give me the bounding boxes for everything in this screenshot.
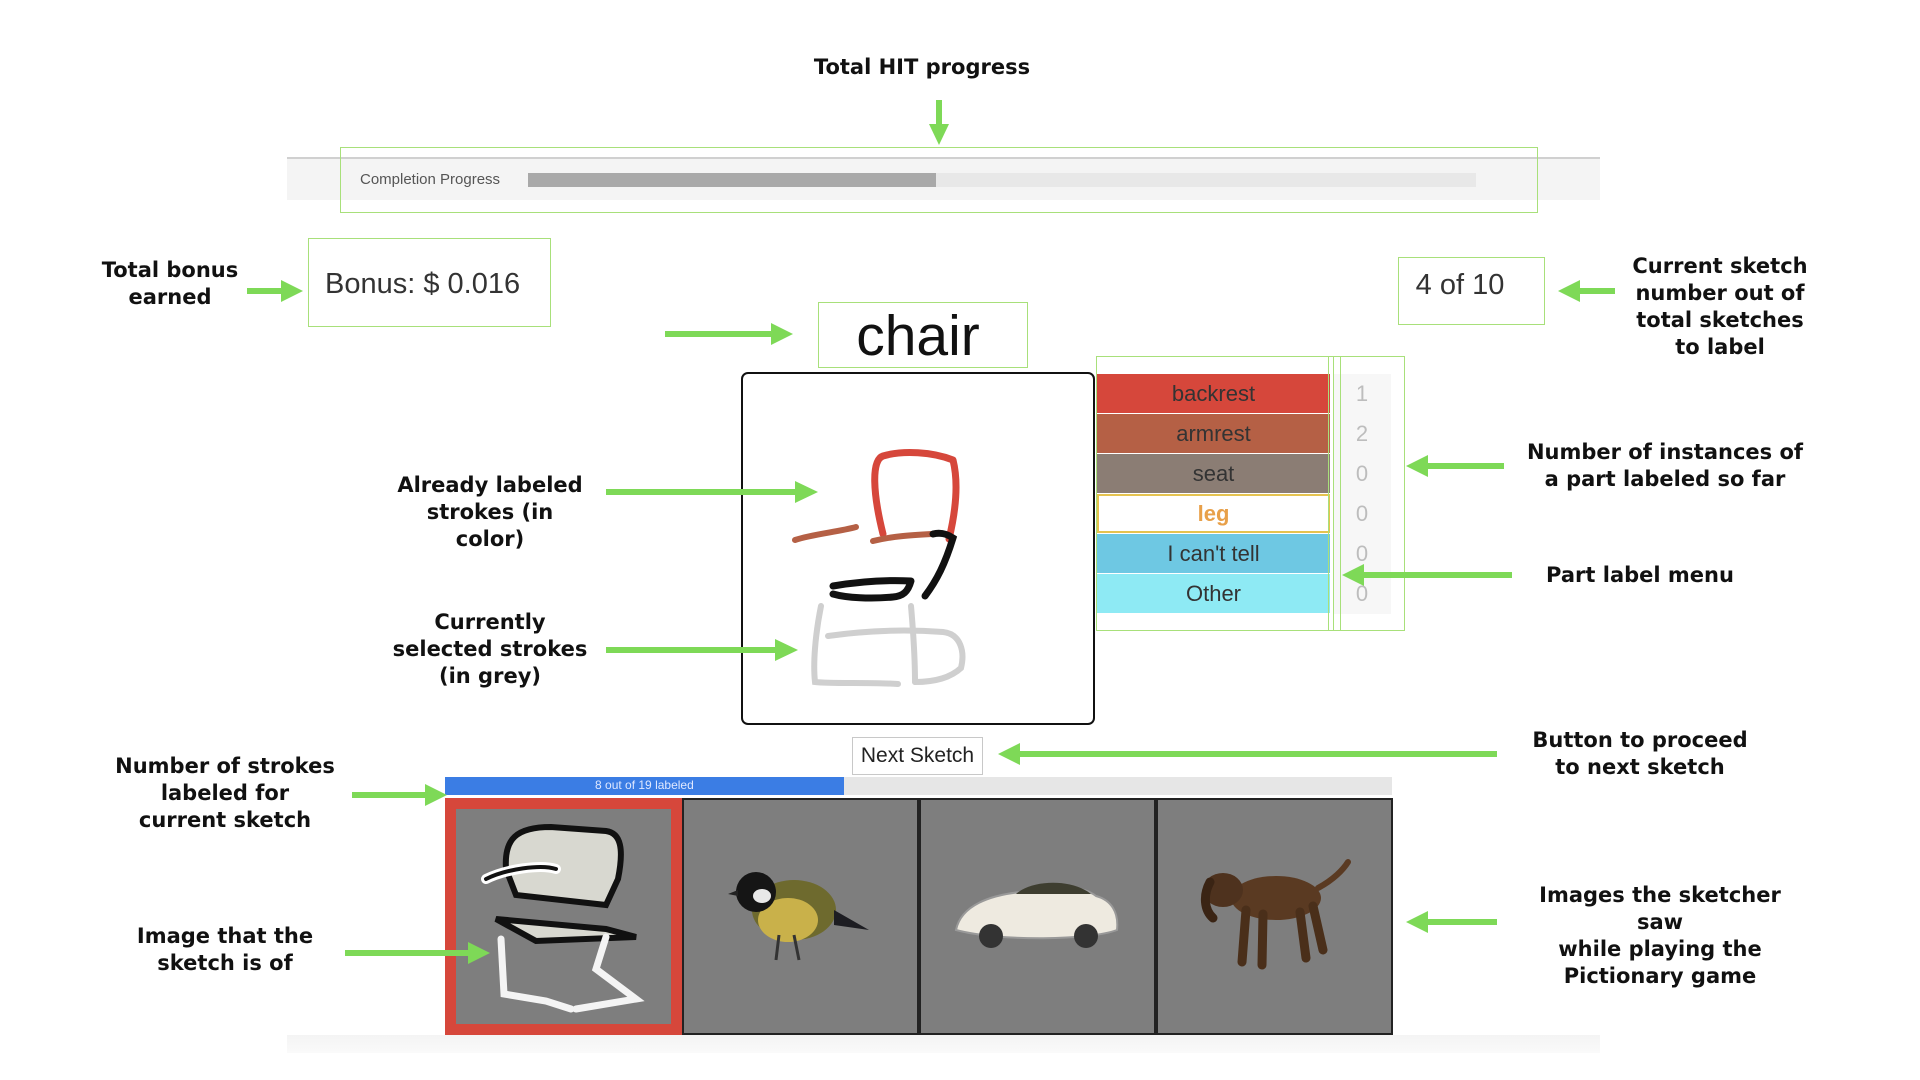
completion-progress-bar bbox=[528, 173, 1476, 187]
count-backrest: 1 bbox=[1355, 381, 1369, 406]
sketch-counter: 4 of 10 bbox=[1415, 269, 1505, 301]
completion-progress-fill bbox=[528, 173, 936, 187]
count-leg: 0 bbox=[1355, 501, 1369, 526]
car-image bbox=[954, 882, 1119, 948]
thumbnail-bird[interactable] bbox=[682, 798, 919, 1035]
next-sketch-button[interactable]: Next Sketch bbox=[852, 737, 983, 775]
part-label-backrest[interactable]: backrest bbox=[1097, 374, 1330, 413]
unlabeled-stroke-seat bbox=[829, 577, 915, 602]
backrest-stroke bbox=[871, 449, 960, 543]
dog-image bbox=[1201, 859, 1351, 970]
armrest-stroke-left bbox=[792, 524, 859, 543]
part-label-leg[interactable]: leg bbox=[1097, 494, 1330, 533]
annotation-hit-progress: Total HIT progress bbox=[813, 55, 1031, 79]
chair-sketch bbox=[792, 449, 966, 687]
highlight-counter bbox=[1398, 257, 1545, 325]
part-label-other[interactable]: Other bbox=[1097, 574, 1330, 613]
completion-progress-label: Completion Progress bbox=[360, 171, 501, 188]
part-label-menu: backrest armrest seat leg I can't tell O… bbox=[1097, 374, 1330, 614]
sketch-canvas[interactable] bbox=[741, 372, 1095, 725]
bird-image bbox=[728, 872, 869, 961]
count-other: 0 bbox=[1355, 581, 1369, 606]
count-cant-tell: 0 bbox=[1355, 541, 1369, 566]
selected-stroke-front bbox=[811, 603, 901, 687]
part-label-cant-tell[interactable]: I can't tell bbox=[1097, 534, 1330, 573]
armrest-stroke-right bbox=[870, 531, 934, 544]
highlight-category bbox=[818, 302, 1028, 368]
thumbnail-chair[interactable] bbox=[445, 798, 682, 1035]
highlight-counts-inner bbox=[1340, 356, 1405, 631]
strokes-labeled-bar: 8 out of 19 labeled bbox=[445, 777, 1392, 795]
count-seat: 0 bbox=[1355, 461, 1369, 486]
page-footer-shade bbox=[287, 1035, 1600, 1053]
thumbnail-car[interactable] bbox=[919, 798, 1156, 1035]
thumbnail-dog[interactable] bbox=[1156, 798, 1393, 1035]
highlight-label-menu bbox=[1096, 356, 1334, 631]
count-armrest: 2 bbox=[1355, 421, 1369, 446]
part-label-seat[interactable]: seat bbox=[1097, 454, 1330, 493]
reference-images bbox=[445, 798, 1393, 1035]
unlabeled-stroke-back bbox=[921, 529, 958, 600]
strokes-labeled-fill: 8 out of 19 labeled bbox=[445, 777, 844, 795]
highlight-bonus bbox=[308, 238, 551, 327]
part-label-armrest[interactable]: armrest bbox=[1097, 414, 1330, 453]
bonus-display: Bonus: $ 0.016 bbox=[325, 268, 521, 300]
selected-stroke-back bbox=[908, 603, 918, 685]
chair-image bbox=[481, 823, 645, 1013]
strokes-labeled-text: 8 out of 19 labeled bbox=[595, 778, 694, 792]
selected-stroke-base bbox=[825, 627, 966, 685]
annotation-part-menu: Part label menu bbox=[1546, 563, 1734, 587]
sketch-category-title: chair bbox=[856, 304, 980, 368]
highlight-progress bbox=[340, 147, 1538, 213]
